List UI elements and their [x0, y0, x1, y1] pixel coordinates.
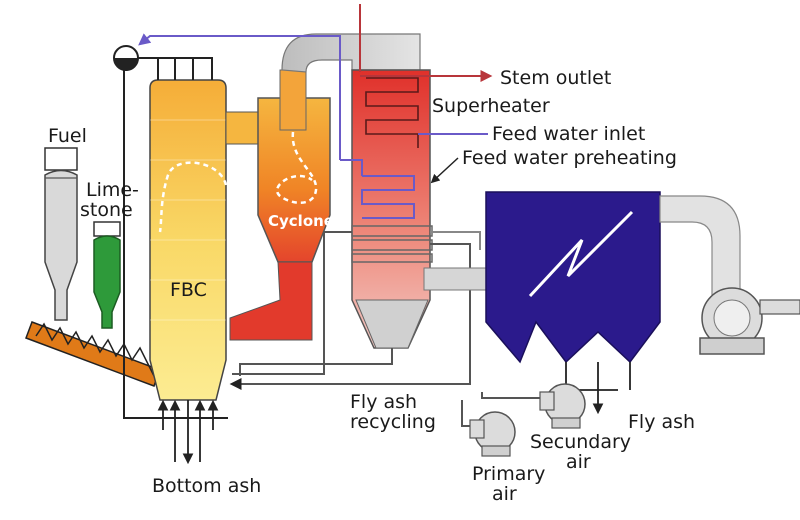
- superheater-label: Superheater: [432, 95, 550, 117]
- stem-outlet-label: Stem outlet: [500, 67, 611, 89]
- screw-feeder-icon: [25, 321, 161, 387]
- heat-exchanger: [351, 69, 433, 349]
- fly-ash-recycling-label-line1: Fly ash: [350, 391, 417, 413]
- precipitator-inlet-duct: [423, 267, 489, 291]
- electrostatic-precipitator-icon: [485, 191, 661, 364]
- secundary-air-label-line1: Secundary: [530, 431, 631, 453]
- fbc-label: FBC: [170, 279, 207, 301]
- air-supply-lines: [461, 392, 540, 427]
- fuel-silo: [44, 147, 78, 321]
- fuel-label: Fuel: [48, 125, 87, 147]
- primary-air-label-line2: air: [492, 483, 517, 505]
- bottom-ash-label: Bottom ash: [152, 475, 261, 497]
- feed-water-inlet-label: Feed water inlet: [492, 123, 645, 145]
- fbc-furnace: [149, 57, 228, 401]
- primary-air-fan: [469, 411, 516, 457]
- fly-ash-recycling-label-line2: recycling: [350, 411, 436, 433]
- feed-water-lines: [138, 33, 488, 176]
- feed-water-preheating-label: Feed water preheating: [462, 147, 677, 169]
- secondary-air-fan: [539, 383, 586, 429]
- bottom-ash-arrows: [157, 399, 228, 465]
- cyclone-separator: [229, 69, 331, 341]
- fly-ash-label: Fly ash: [628, 411, 695, 433]
- primary-air-label-line1: Primary: [472, 463, 545, 485]
- steam-outlet-line: [359, 4, 493, 82]
- secundary-air-label-line2: air: [566, 451, 591, 473]
- limestone-label-line1: Lime-: [86, 179, 139, 201]
- limestone-label-line2: stone: [80, 199, 133, 221]
- steam-drum-icon: [113, 45, 158, 71]
- furnace-cyclone-duct: [225, 111, 261, 145]
- fan-icon: [699, 287, 800, 355]
- flue-gas-duct: [281, 33, 421, 73]
- cyclone-label: Cyclone: [268, 212, 334, 230]
- exhaust-duct: [659, 195, 741, 301]
- fly-ash-recycling-lines: [229, 231, 481, 390]
- limestone-silo: [93, 221, 121, 329]
